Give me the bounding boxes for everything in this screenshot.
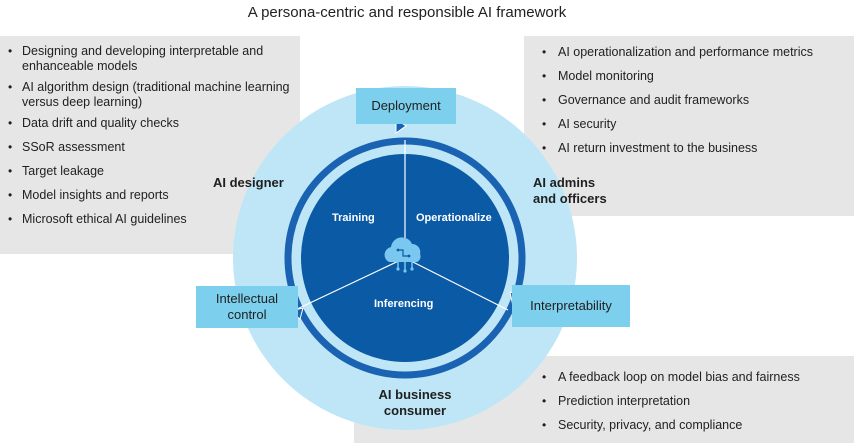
sector-training-label: Training xyxy=(332,212,375,224)
stage-intellectual-control: Intellectual control xyxy=(196,286,298,328)
stage-label-line: Intellectual xyxy=(215,291,279,306)
list-item: Target leakage xyxy=(0,164,300,179)
role-ai-designer: AI designer xyxy=(213,175,284,190)
cloud-circuit-icon xyxy=(384,237,421,273)
list-item: A feedback loop on model bias and fairne… xyxy=(354,370,854,385)
stage-label-line: control xyxy=(227,307,267,322)
list-item: Governance and audit frameworks xyxy=(524,93,854,108)
consumer-list: A feedback loop on model bias and fairne… xyxy=(354,370,854,433)
list-item: AI return investment to the business xyxy=(524,141,854,156)
page-title: A persona-centric and responsible AI fra… xyxy=(247,4,567,21)
designer-list: Designing and developing interpretable a… xyxy=(0,44,300,227)
stage-deployment: Deployment xyxy=(356,88,456,124)
list-item: Microsoft ethical AI guidelines xyxy=(0,212,300,227)
list-item: Model monitoring xyxy=(524,69,854,84)
role-label-line: consumer xyxy=(383,403,447,418)
list-item: AI algorithm design (traditional machine… xyxy=(0,80,300,110)
list-item: Security, privacy, and compliance xyxy=(354,418,854,433)
role-label-line: AI admins xyxy=(533,175,596,190)
admins-list: AI operationalization and performance me… xyxy=(524,45,854,156)
stage-label: Interpretability xyxy=(530,298,612,313)
admins-panel: AI operationalization and performance me… xyxy=(524,36,854,216)
list-item: Model insights and reports xyxy=(0,188,300,203)
list-item: AI security xyxy=(524,117,854,132)
role-ai-business-consumer: AI business consumer xyxy=(360,387,470,419)
stage-label: Deployment xyxy=(371,98,441,113)
divider-left xyxy=(294,257,406,311)
sector-inferencing-label: Inferencing xyxy=(374,298,434,310)
list-item: Designing and developing interpretable a… xyxy=(0,44,300,74)
list-item: AI operationalization and performance me… xyxy=(524,45,854,60)
role-label-line: and officers xyxy=(533,191,607,206)
list-item: SSoR assessment xyxy=(0,140,300,155)
role-ai-admins: AI admins and officers xyxy=(533,175,607,207)
stage-label: Intellectual control xyxy=(216,291,278,323)
list-item: Prediction interpretation xyxy=(354,394,854,409)
stage-interpretability: Interpretability xyxy=(512,285,630,327)
sector-operationalize-label: Operationalize xyxy=(416,212,492,224)
list-item: Data drift and quality checks xyxy=(0,116,300,131)
divider-right xyxy=(404,257,509,311)
role-label-line: AI business xyxy=(378,387,452,402)
